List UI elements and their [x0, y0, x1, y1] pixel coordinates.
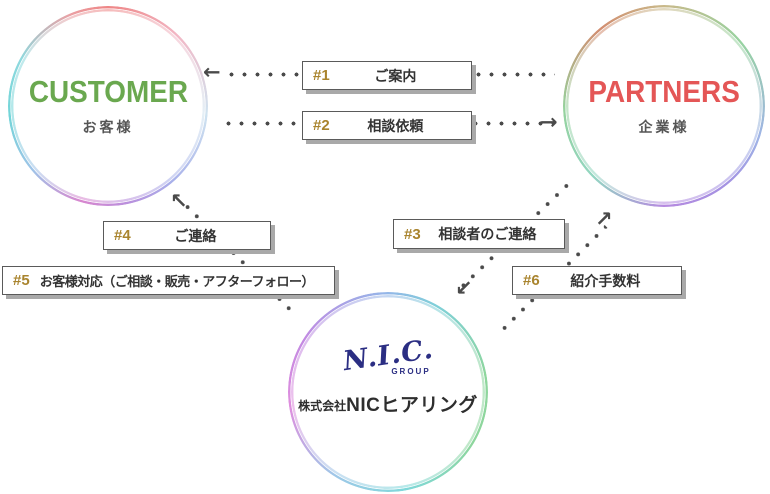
flow6-arrowhead-upright-icon: ↗ [595, 207, 613, 231]
nic-circle: N.I.C. GROUP 株式会社NICヒアリング [288, 292, 488, 492]
flow5-number: #5 [13, 272, 30, 289]
flow2-arrowhead-right-icon: → [540, 110, 558, 134]
nic-logo-script: N.I.C. [340, 333, 436, 377]
flow4-arrowhead-upleft-icon: ↖ [170, 189, 188, 213]
nic-company-title: NICヒアリング [346, 394, 478, 416]
flow3-number: #3 [404, 225, 421, 243]
flow1-number: #1 [313, 67, 330, 84]
flow-box-4: #4 ご連絡 [103, 221, 271, 250]
flow-box-3: #3 相談者のご連絡 [393, 219, 565, 249]
flow3-label: 相談者のご連絡 [438, 226, 537, 242]
customer-title: CUSTOMER [28, 73, 188, 109]
flow4-label: ご連絡 [174, 227, 217, 244]
flow-box-6: #6 紹介手数料 [512, 266, 682, 295]
partners-circle: PARTNERS 企業様 [563, 5, 765, 207]
flow-box-5: #5 お客様対応（ご相談・販売・アフターフォロー） [2, 266, 335, 295]
flow4-number: #4 [114, 227, 131, 244]
flow3-arrowhead-downleft-icon: ↙ [455, 276, 473, 300]
customer-subtitle: お客様 [82, 118, 134, 135]
nic-logo-group: GROUP [391, 366, 431, 376]
flow-box-1: #1 ご案内 [302, 61, 472, 90]
nic-company-prefix: 株式会社 [298, 398, 347, 413]
partners-subtitle: 企業様 [638, 118, 690, 135]
flow2-number: #2 [313, 117, 330, 134]
partners-title: PARTNERS [588, 73, 740, 109]
flow1-label: ご案内 [374, 67, 417, 84]
flow6-number: #6 [523, 272, 540, 289]
flow4-5-dotted-line [181, 200, 298, 318]
nic-circle-content: N.I.C. GROUP 株式会社NICヒアリング [294, 298, 482, 486]
nic-company-name: 株式会社NICヒアリング [298, 390, 478, 417]
flow6-label: 紹介手数料 [570, 272, 641, 289]
flow2-label: 相談依頼 [367, 117, 424, 134]
flow1-arrowhead-left-icon: ← [203, 60, 221, 84]
partners-circle-content: PARTNERS 企業様 [569, 11, 759, 201]
flow5-label: お客様対応（ご相談・販売・アフターフォロー） [39, 274, 315, 289]
customer-circle-content: CUSTOMER お客様 [14, 12, 202, 200]
flow-box-2: #2 相談依頼 [302, 111, 472, 140]
customer-circle: CUSTOMER お客様 [8, 6, 208, 206]
